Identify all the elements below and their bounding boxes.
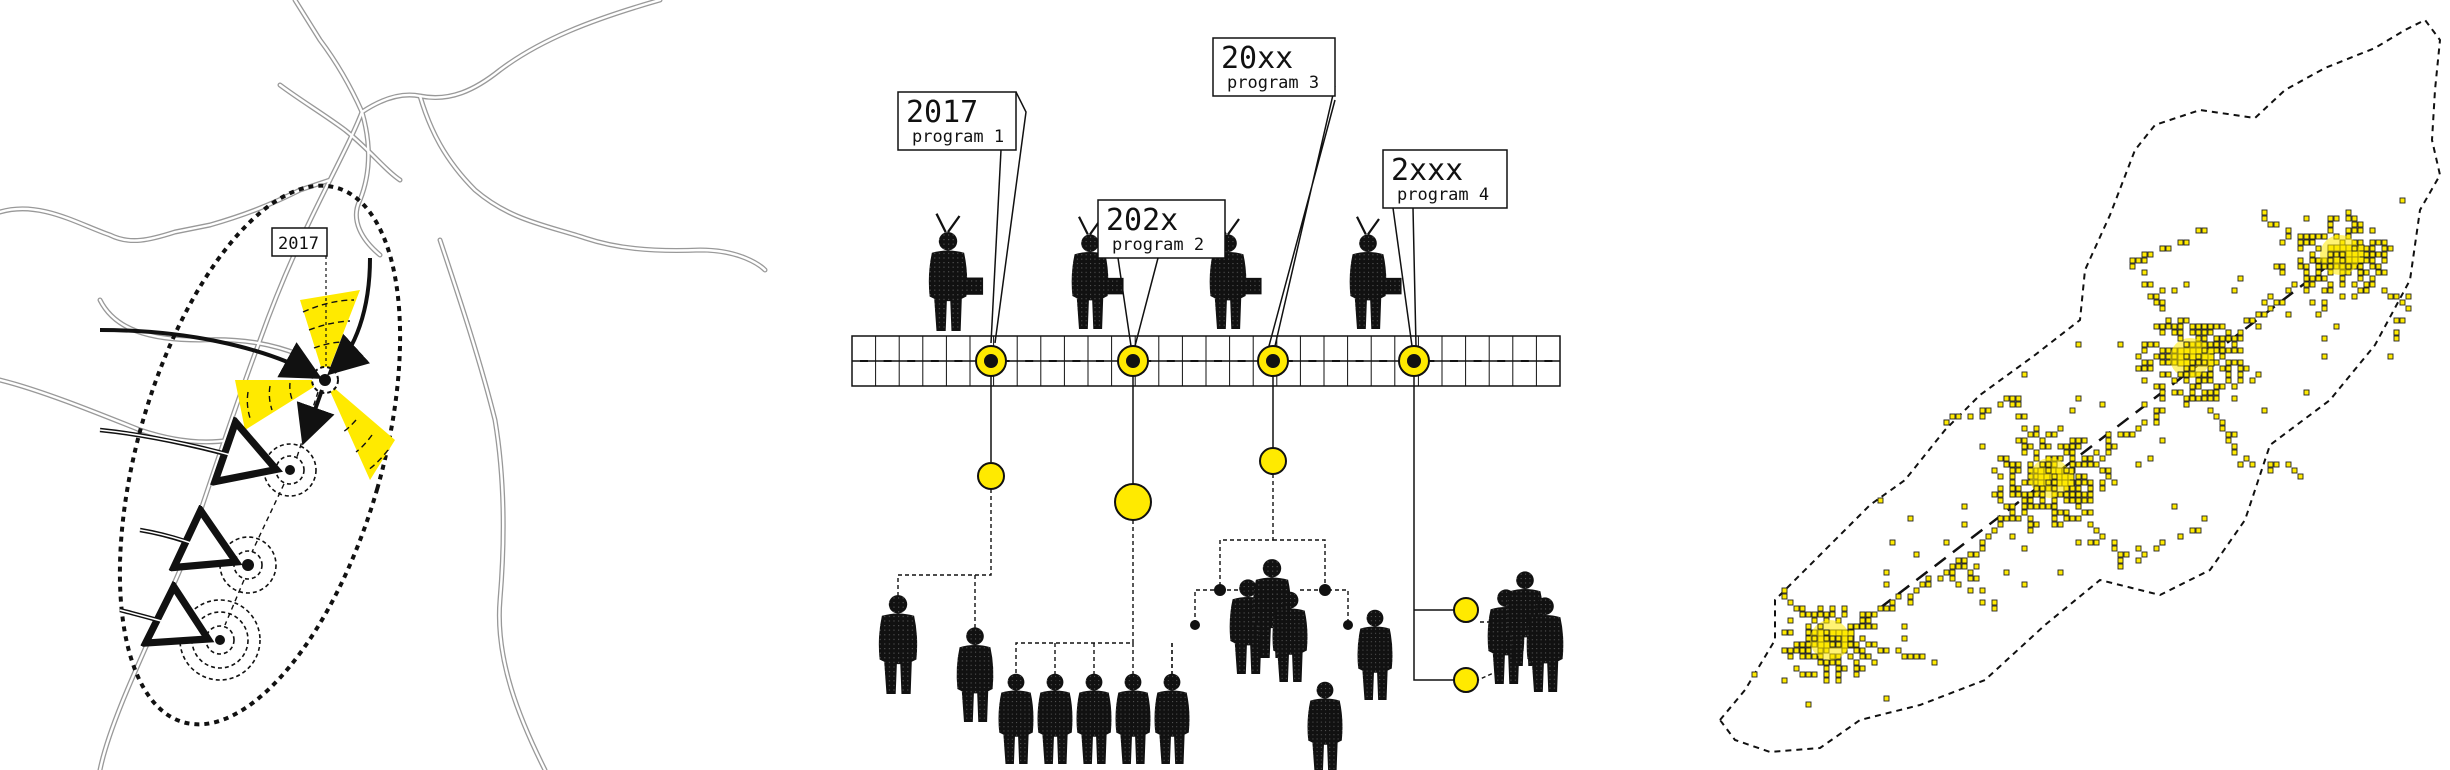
resident-figure bbox=[1076, 673, 1112, 764]
callout-year: 202x bbox=[1106, 203, 1178, 238]
callout-program: program 2 bbox=[1112, 235, 1204, 255]
worker-figure bbox=[1071, 216, 1124, 329]
timeline-nodes bbox=[975, 345, 1430, 377]
worker-figure bbox=[928, 213, 984, 331]
resident-figure bbox=[1037, 673, 1073, 764]
resident-figure bbox=[998, 673, 1034, 764]
year-label: 2017 bbox=[278, 234, 319, 254]
resident-figure bbox=[1357, 609, 1393, 700]
callout-year: 2xxx bbox=[1391, 153, 1463, 188]
connector-lines bbox=[990, 376, 1454, 681]
city-boundary bbox=[1718, 18, 2442, 754]
node-2xxx bbox=[1398, 345, 1430, 377]
callout-program: program 1 bbox=[912, 127, 1004, 147]
timeline-bar bbox=[851, 335, 1561, 387]
node-202x bbox=[1117, 345, 1149, 377]
worker-figure bbox=[1349, 216, 1402, 329]
migration-arrow bbox=[99, 430, 272, 637]
resident-figure bbox=[1307, 681, 1343, 770]
city-plan-panel bbox=[1718, 18, 2442, 754]
resident-figure bbox=[1526, 597, 1564, 692]
resident-figure bbox=[1154, 673, 1190, 764]
growth-ellipse bbox=[117, 183, 403, 727]
resident-figure bbox=[1115, 673, 1151, 764]
resident-figure bbox=[878, 595, 918, 694]
settlement-dots bbox=[1751, 197, 2412, 708]
callout-year: 2017 bbox=[906, 95, 978, 130]
map-panel: 2017 bbox=[0, 0, 768, 770]
growth-arrow bbox=[99, 257, 372, 446]
silhouette-group bbox=[878, 213, 1564, 770]
resident-figure bbox=[956, 627, 994, 722]
callout-year: 20xx bbox=[1221, 41, 1293, 76]
node-20xx bbox=[1257, 345, 1289, 377]
callout-program: program 3 bbox=[1227, 73, 1319, 93]
yellow-circle bbox=[977, 447, 1479, 693]
node-2017 bbox=[975, 345, 1007, 377]
road-network bbox=[0, 0, 768, 770]
callout-program: program 4 bbox=[1397, 185, 1489, 205]
resident-figure bbox=[1272, 591, 1308, 682]
year-label-box: 2017 bbox=[271, 227, 328, 366]
